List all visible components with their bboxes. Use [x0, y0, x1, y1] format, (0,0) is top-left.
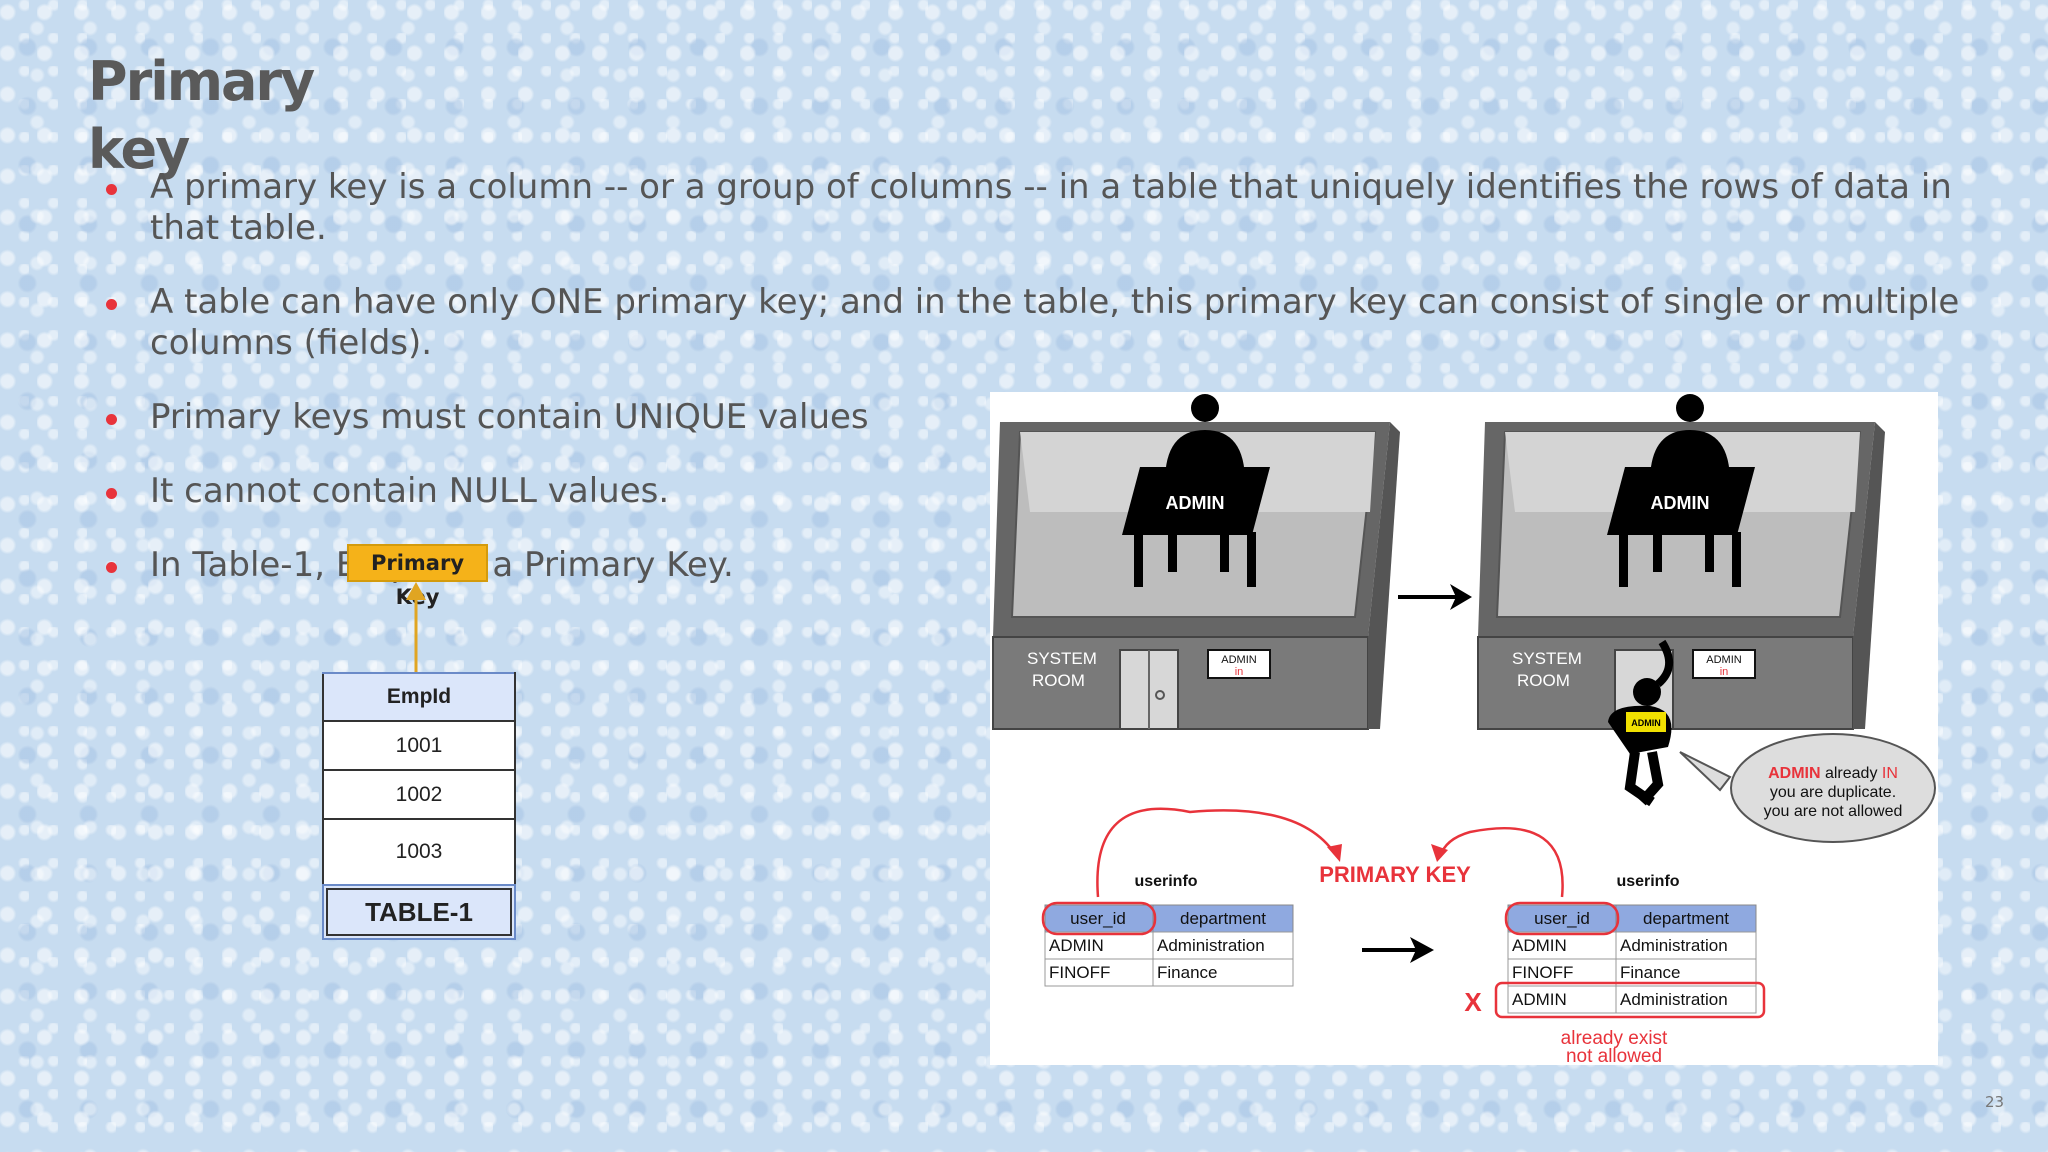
- svg-text:ADMIN: ADMIN: [1221, 654, 1257, 666]
- reject-mark: X: [1464, 987, 1482, 1017]
- svg-text:user_id: user_id: [1534, 909, 1590, 928]
- bullet-item: It cannot contain NULL values.: [100, 471, 1970, 512]
- up-arrow-icon: [406, 582, 426, 672]
- intruder-figure: ADMIN: [1608, 639, 1673, 807]
- emp-table-header: EmpId: [322, 672, 516, 722]
- bullet-dot-icon: [106, 562, 117, 573]
- svg-text:ADMIN: ADMIN: [1049, 936, 1104, 955]
- bullet-dot-icon: [106, 488, 117, 499]
- primary-key-illustration: SYSTEM ROOM ADMIN in ADMIN SYSTEM ROOM A…: [990, 392, 1938, 1065]
- svg-text:FINOFF: FINOFF: [1512, 963, 1573, 982]
- emp-table-cell: 1002: [322, 769, 516, 820]
- primary-key-tag: Primary Key: [347, 544, 488, 609]
- reject-note: not allowed: [1566, 1046, 1662, 1065]
- userinfo-table-left: userinfo user_id department ADMIN Admini…: [1041, 873, 1294, 987]
- svg-text:user_id: user_id: [1070, 909, 1126, 928]
- slide-title: Primary key: [88, 50, 315, 181]
- emp-table: EmpId 1001 1002 1003: [322, 672, 516, 886]
- bullet-dot-icon: [106, 414, 117, 425]
- svg-text:department: department: [1643, 909, 1729, 928]
- svg-text:ADMIN: ADMIN: [1166, 493, 1225, 513]
- svg-text:you are duplicate.: you are duplicate.: [1770, 784, 1896, 801]
- reject-note: already exist: [1561, 1028, 1668, 1049]
- svg-text:Administration: Administration: [1620, 990, 1728, 1009]
- system-room-left: SYSTEM ROOM ADMIN in ADMIN: [992, 394, 1400, 730]
- svg-text:ADMIN: ADMIN: [1651, 493, 1710, 513]
- svg-text:Administration: Administration: [1620, 936, 1728, 955]
- table-caption: TABLE-1: [322, 884, 516, 940]
- emp-table-cell: 1001: [322, 720, 516, 771]
- page-number: 23: [1985, 1093, 2005, 1111]
- userinfo-table-right: userinfo user_id department ADMIN Admini…: [1494, 873, 1766, 1019]
- system-room-right: SYSTEM ROOM ADMIN in ADMIN: [1477, 394, 1885, 730]
- svg-text:ADMIN: ADMIN: [1631, 718, 1661, 728]
- svg-text:ADMIN already IN: ADMIN already IN: [1768, 765, 1898, 782]
- svg-text:department: department: [1180, 909, 1266, 928]
- svg-text:Finance: Finance: [1620, 963, 1680, 982]
- bullet-dot-icon: [106, 299, 117, 310]
- emp-table-cell: 1003: [322, 818, 516, 886]
- bullet-dot-icon: [106, 184, 117, 195]
- right-arrow-icon: [1362, 937, 1434, 963]
- primary-key-label: PRIMARY KEY: [1319, 862, 1471, 887]
- svg-text:FINOFF: FINOFF: [1049, 963, 1110, 982]
- primary-key-arrows: [1096, 807, 1564, 898]
- svg-text:ADMIN: ADMIN: [1512, 936, 1567, 955]
- svg-text:ROOM: ROOM: [1517, 671, 1570, 690]
- speech-bubble: ADMIN already IN you are duplicate. you …: [1679, 733, 1936, 843]
- arrowhead-icon: [1431, 844, 1448, 862]
- right-arrow-icon: [1398, 584, 1472, 610]
- svg-text:you are not allowed: you are not allowed: [1764, 803, 1903, 820]
- svg-text:Finance: Finance: [1157, 963, 1217, 982]
- svg-text:ADMIN: ADMIN: [1706, 654, 1742, 666]
- svg-text:ROOM: ROOM: [1032, 671, 1085, 690]
- bullet-item: Primary keys must contain UNIQUE values: [100, 397, 1970, 438]
- svg-text:userinfo: userinfo: [1616, 873, 1679, 890]
- svg-text:SYSTEM: SYSTEM: [1512, 649, 1582, 668]
- svg-text:ADMIN: ADMIN: [1512, 990, 1567, 1009]
- arrowhead-icon: [1327, 844, 1342, 862]
- svg-text:SYSTEM: SYSTEM: [1027, 649, 1097, 668]
- svg-text:Administration: Administration: [1157, 936, 1265, 955]
- bullet-item: A primary key is a column -- or a group …: [100, 167, 1970, 249]
- bullet-item: A table can have only ONE primary key; a…: [100, 282, 1970, 364]
- svg-text:in: in: [1235, 666, 1244, 678]
- svg-text:in: in: [1720, 666, 1729, 678]
- svg-text:userinfo: userinfo: [1134, 873, 1197, 890]
